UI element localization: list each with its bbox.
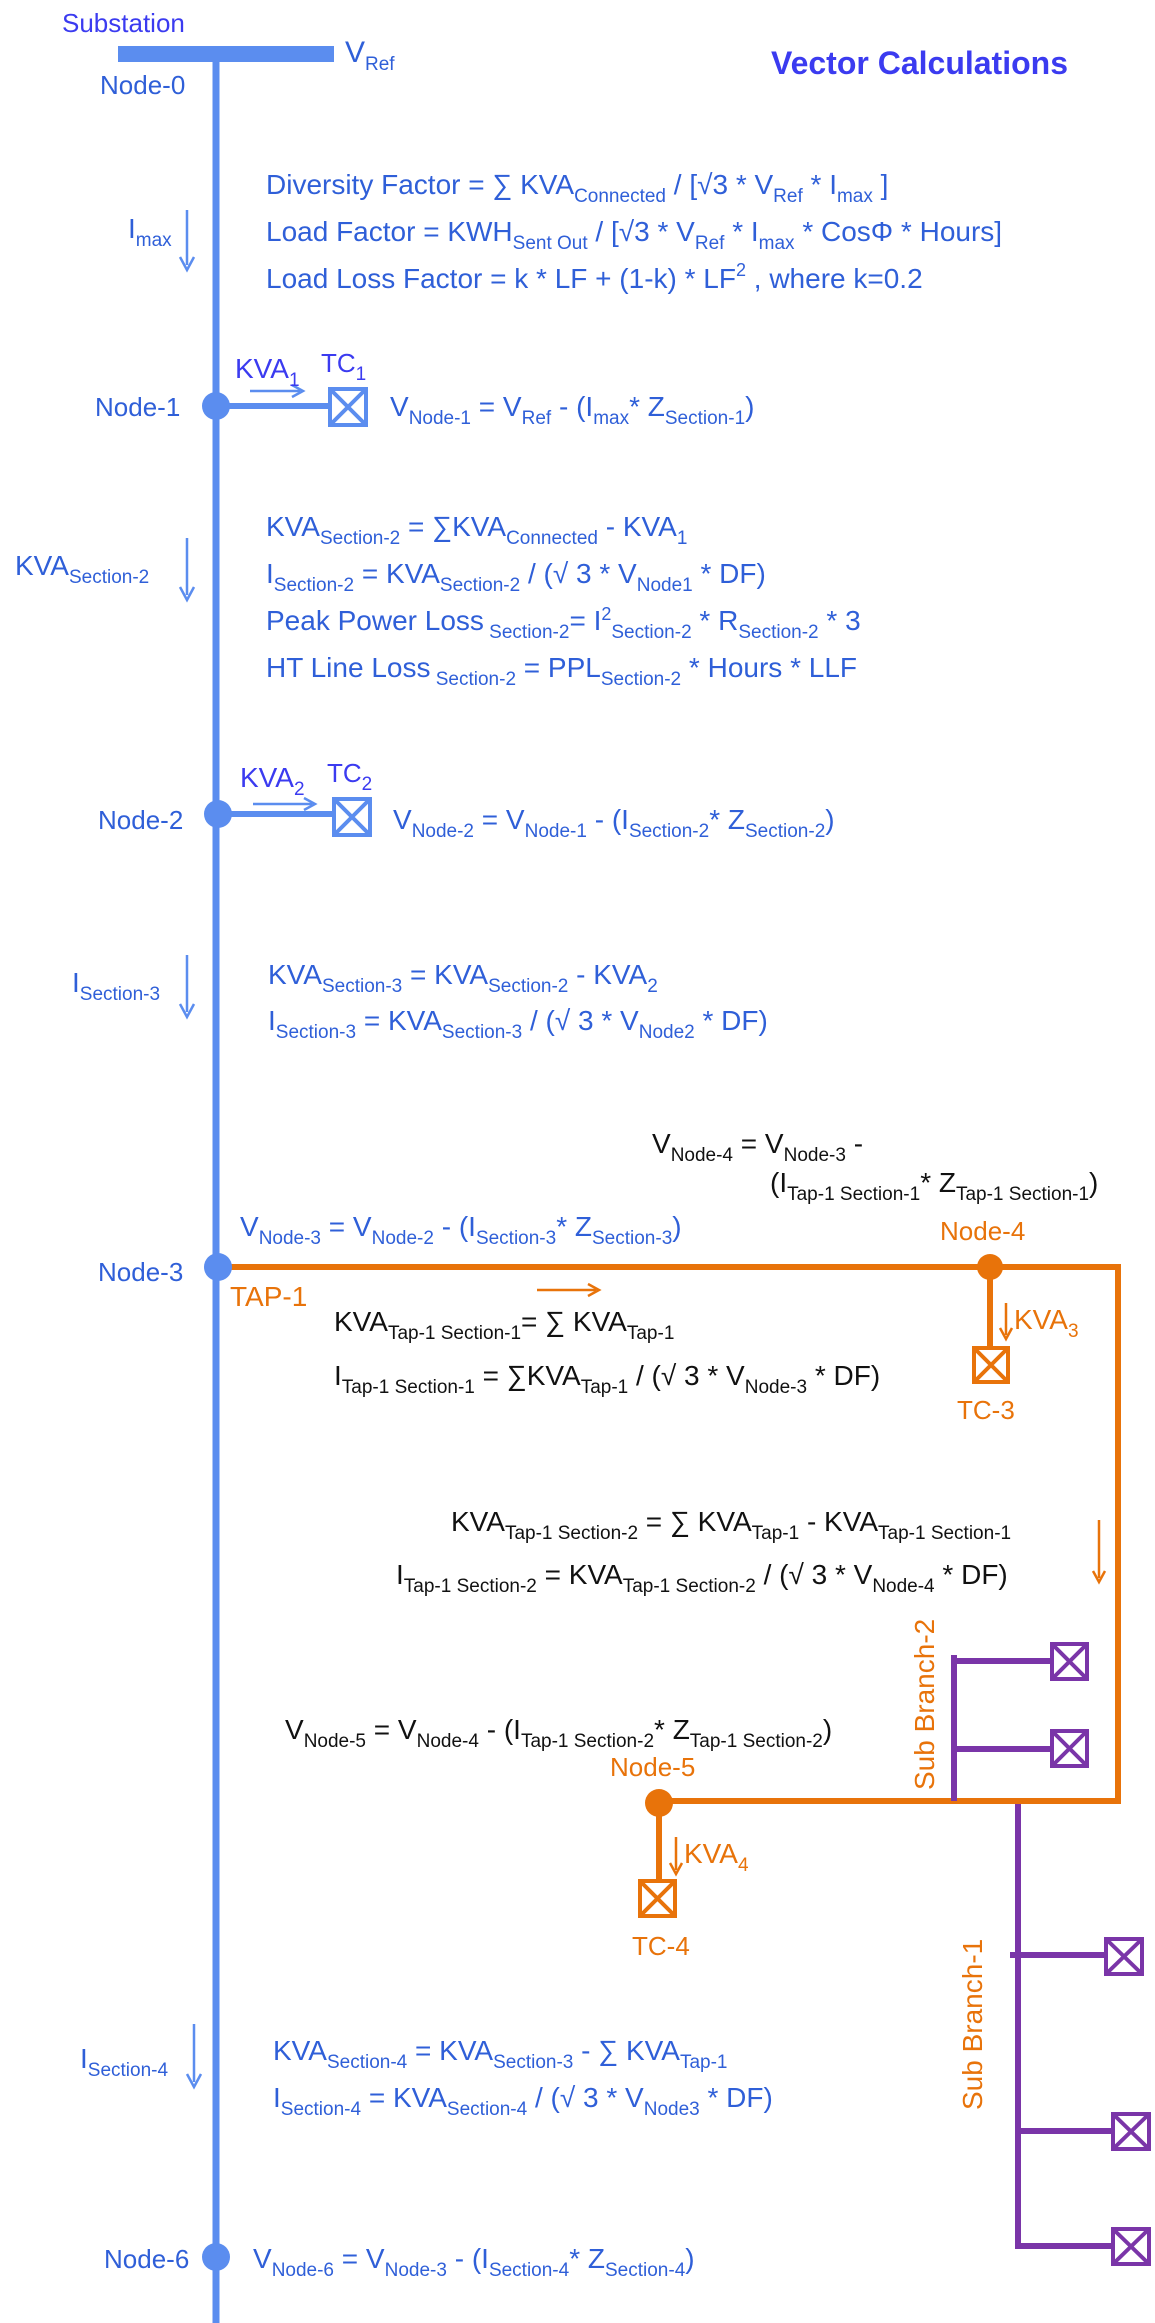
tc4-label: TC-4 (632, 1931, 690, 1961)
tap1-section2-current-formula: ITap-1 Section-2 = KVATap-1 Section-2 / … (396, 1559, 1008, 1597)
transformer-tc4-icon (638, 1879, 677, 1918)
vnode4-formula-line1: VNode-4 = VNode-3 - (652, 1128, 863, 1166)
section4-current-formula: ISection-4 = KVASection-4 / (√ 3 * VNode… (273, 2082, 773, 2120)
sub-branch-2-label: Sub Branch-2 (909, 1619, 940, 1790)
down-arrow-icon (998, 1303, 1014, 1342)
tap1-label: TAP-1 (230, 1281, 307, 1312)
kva4-label: KVA4 (684, 1838, 749, 1876)
page-title: Vector Calculations (771, 45, 1068, 81)
section2-kva-formula: KVASection-2 = ∑KVAConnected - KVA1 (266, 511, 687, 549)
kva3-label: KVA3 (1014, 1304, 1079, 1342)
node-4-label: Node-4 (940, 1216, 1025, 1246)
tap1-section1-kva-formula: KVATap-1 Section-1= ∑ KVATap-1 (334, 1306, 674, 1344)
transformer-branch1-b-icon (1111, 2112, 1151, 2151)
vnode6-formula: VNode-6 = VNode-3 - (ISection-4* ZSectio… (253, 2243, 695, 2281)
section2-peak-loss-formula: Peak Power Loss Section-2= I2Section-2 *… (266, 604, 861, 643)
tap1-section1-current-formula: ITap-1 Section-1 = ∑KVATap-1 / (√ 3 * VN… (334, 1360, 880, 1398)
node-0-label: Node-0 (100, 70, 185, 100)
kva-section2-label: KVASection-2 (15, 550, 149, 588)
tc3-label: TC-3 (957, 1395, 1015, 1425)
down-arrow-icon (178, 538, 196, 603)
transformer-tc3-icon (972, 1346, 1010, 1384)
node-2-label: Node-2 (98, 805, 183, 835)
node-3-label: Node-3 (98, 1257, 183, 1287)
substation-label: Substation (62, 8, 185, 38)
section4-kva-formula: KVASection-4 = KVASection-3 - ∑ KVATap-1 (273, 2035, 727, 2073)
node-1-label: Node-1 (95, 392, 180, 422)
vnode5-formula: VNode-5 = VNode-4 - (ITap-1 Section-2* Z… (285, 1714, 832, 1752)
vref-label: VRef (345, 36, 395, 75)
down-arrow-icon (178, 955, 196, 1020)
down-arrow-icon (668, 1837, 684, 1877)
load-factor-formula: Load Factor = KWHSent Out / [√3 * VRef *… (266, 216, 1002, 254)
i-section3-label: ISection-3 (72, 967, 160, 1005)
right-arrow-icon (250, 383, 306, 399)
kva1-label: KVA1 (235, 353, 300, 391)
down-arrow-icon (1091, 1520, 1107, 1585)
sub-branch-1-label: Sub Branch-1 (957, 1939, 988, 2110)
i-section4-label: ISection-4 (80, 2043, 168, 2081)
tc2-label: TC2 (327, 758, 372, 795)
node-3-dot-icon (204, 1253, 232, 1281)
load-loss-factor-formula: Load Loss Factor = k * LF + (1-k) * LF2 … (266, 260, 923, 294)
transformer-tc2-icon (332, 797, 372, 837)
transformer-branch2-b-icon (1050, 1729, 1089, 1768)
imax-label: Imax (128, 213, 172, 251)
transformer-branch1-a-icon (1104, 1937, 1144, 1976)
vnode3-formula: VNode-3 = VNode-2 - (ISection-3* ZSectio… (240, 1211, 682, 1249)
diversity-factor-formula: Diversity Factor = ∑ KVAConnected / [√3 … (266, 169, 888, 207)
vnode2-formula: VNode-2 = VNode-1 - (ISection-2* ZSectio… (393, 804, 835, 842)
substation-busbar (118, 46, 334, 62)
section2-line-loss-formula: HT Line Loss Section-2 = PPLSection-2 * … (266, 652, 857, 690)
node-6-label: Node-6 (104, 2244, 189, 2274)
transformer-branch2-a-icon (1050, 1642, 1089, 1681)
down-arrow-icon (185, 2024, 203, 2090)
section2-current-formula: ISection-2 = KVASection-2 / (√ 3 * VNode… (266, 558, 766, 596)
transformer-branch1-c-icon (1111, 2227, 1151, 2266)
right-arrow-icon (537, 1282, 602, 1298)
transformer-tc1-icon (328, 387, 368, 427)
right-arrow-icon (253, 796, 318, 812)
kva2-label: KVA2 (240, 762, 305, 800)
down-arrow-icon (178, 210, 196, 273)
node-6-dot-icon (202, 2243, 230, 2271)
tc1-label: TC1 (321, 348, 366, 385)
vnode4-formula-line2: (ITap-1 Section-1* ZTap-1 Section-1) (770, 1167, 1098, 1205)
section3-current-formula: ISection-3 = KVASection-3 / (√ 3 * VNode… (268, 1005, 768, 1043)
section3-kva-formula: KVASection-3 = KVASection-2 - KVA2 (268, 959, 658, 997)
node-5-label: Node-5 (610, 1752, 695, 1782)
tap1-section2-kva-formula: KVATap-1 Section-2 = ∑ KVATap-1 - KVATap… (451, 1506, 1011, 1544)
vnode1-formula: VNode-1 = VRef - (Imax* ZSection-1) (390, 391, 754, 429)
